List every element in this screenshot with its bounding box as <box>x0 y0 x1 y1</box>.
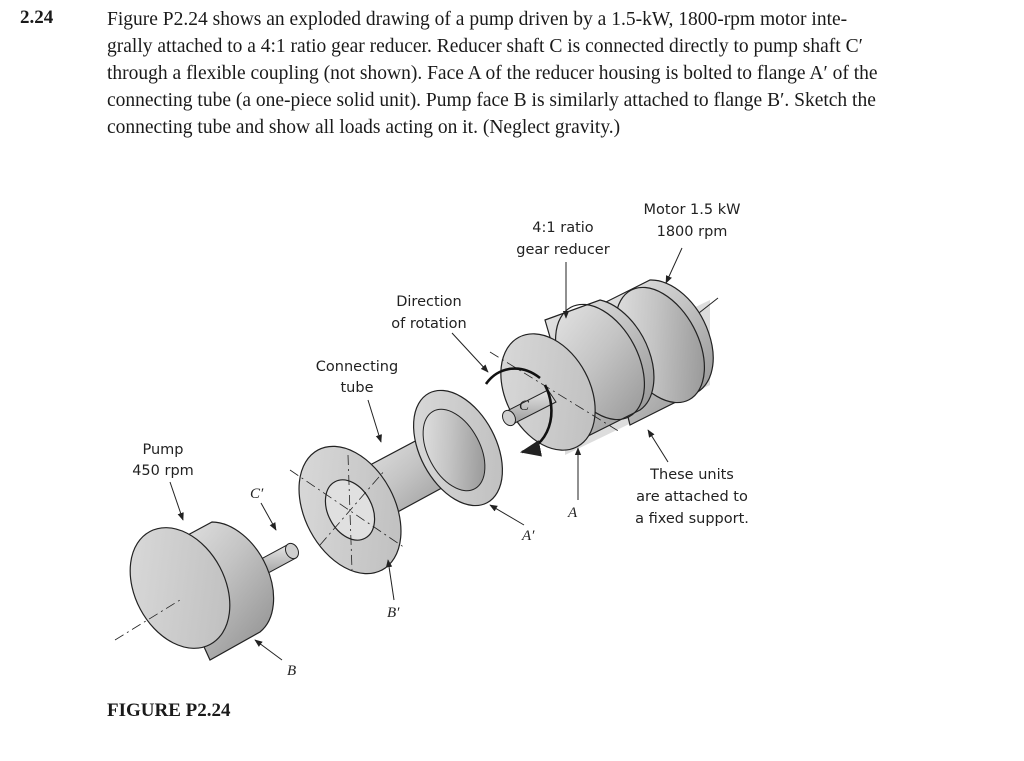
support-label-3: a fixed support. <box>635 511 749 527</box>
label-a-prime: A′ <box>521 528 535 544</box>
leader-lines <box>169 247 683 661</box>
pump-label-1: Pump <box>142 442 183 458</box>
support-label-1: These units <box>649 467 734 483</box>
rotation-arrow <box>484 367 553 457</box>
figure-caption: FIGURE P2.24 <box>107 700 231 721</box>
label-a: A <box>567 505 578 521</box>
problem-line: Figure P2.24 shows an exploded drawing o… <box>107 9 848 30</box>
connecting-tube <box>289 389 504 575</box>
pump <box>114 521 299 661</box>
motor-label-1: Motor 1.5 kW <box>644 202 741 218</box>
tube-label-1: Connecting <box>316 359 398 375</box>
label-b: B <box>287 663 296 679</box>
problem-line: grally attached to a 4:1 ratio gear redu… <box>107 36 863 57</box>
support-label-2: are attached to <box>636 489 748 505</box>
figure-labels: Motor 1.5 kW 1800 rpm 4:1 ratio gear red… <box>132 202 749 679</box>
label-b-prime: B′ <box>387 605 400 621</box>
rotation-label-1: Direction <box>396 294 462 310</box>
problem-number: 2.24 <box>20 7 54 28</box>
reducer-label-1: 4:1 ratio <box>532 220 594 236</box>
label-c: C <box>519 398 530 414</box>
problem-line: connecting tube and show all loads actin… <box>107 117 621 138</box>
label-c-prime: C′ <box>250 486 264 502</box>
problem-line: connecting tube (a one-piece solid unit)… <box>107 90 876 111</box>
problem-line: through a flexible coupling (not shown).… <box>107 63 878 84</box>
rotation-label-2: of rotation <box>391 316 466 332</box>
reducer-label-2: gear reducer <box>516 242 609 258</box>
tube-label-2: tube <box>340 380 373 396</box>
motor-label-2: 1800 rpm <box>657 224 728 240</box>
problem-statement: Figure P2.24 shows an exploded drawing o… <box>107 6 987 141</box>
pump-label-2: 450 rpm <box>132 463 194 479</box>
